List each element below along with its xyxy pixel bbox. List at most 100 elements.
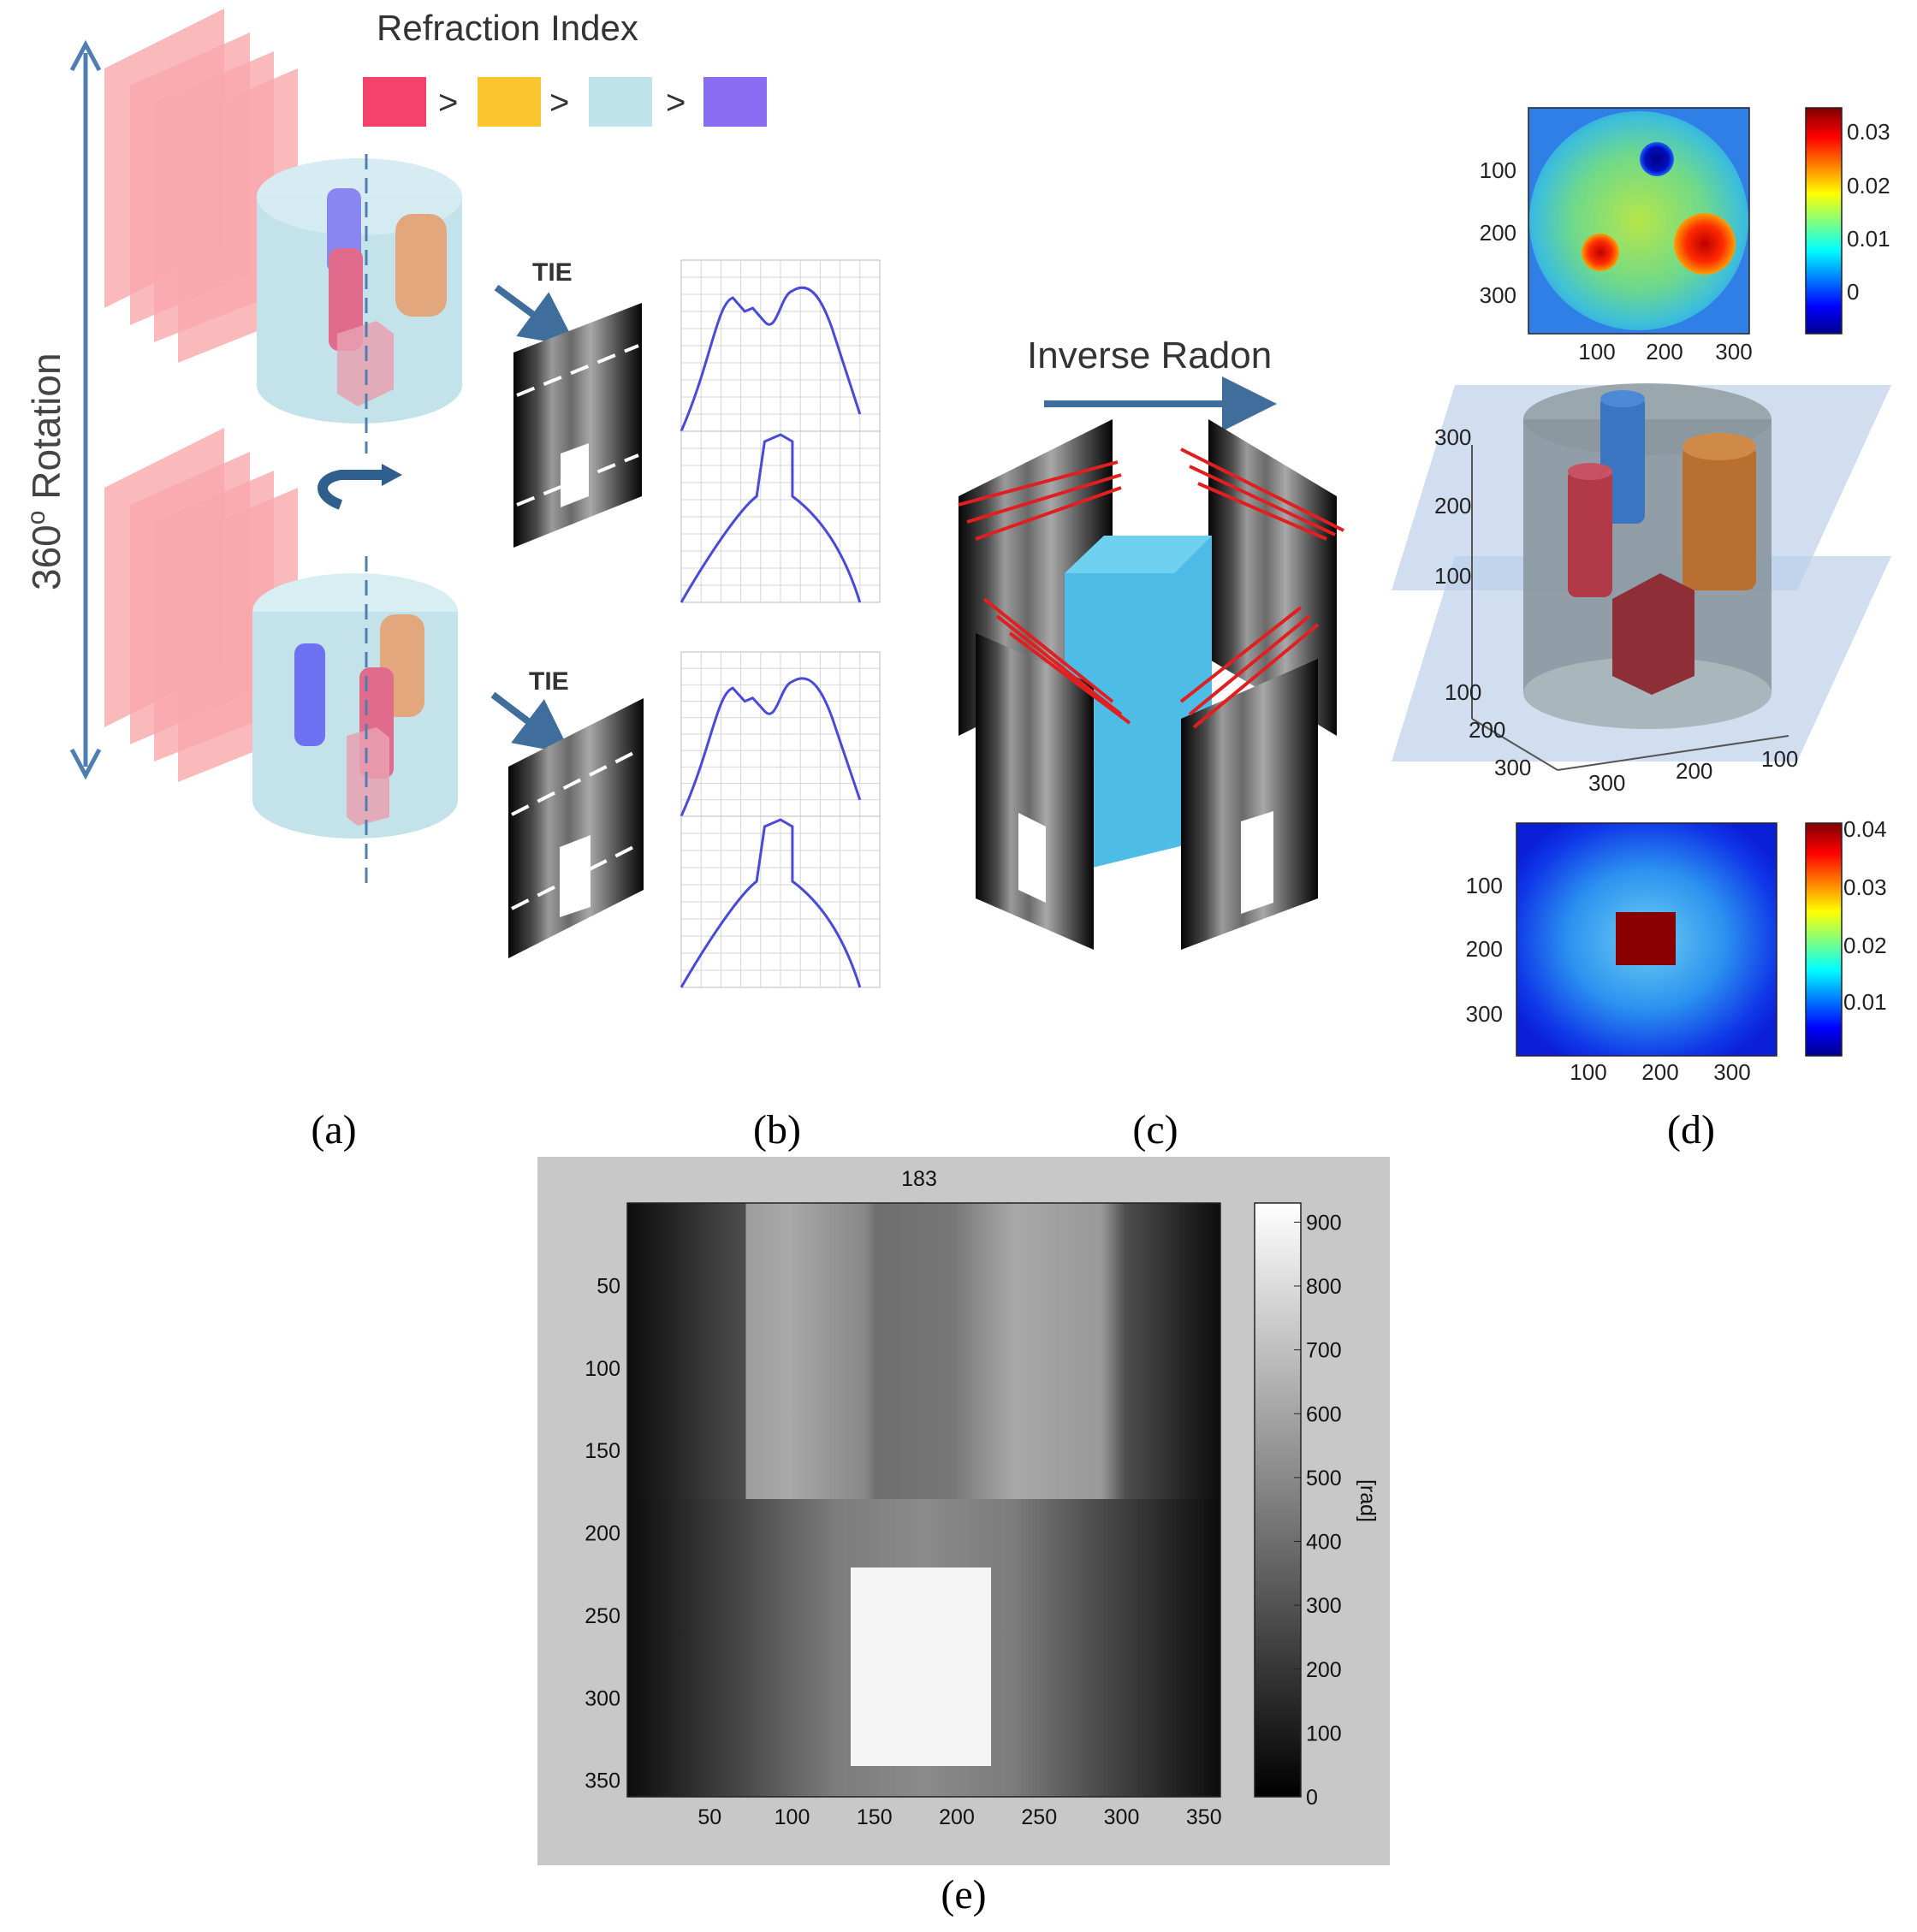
- colorbar-bottom: [1805, 822, 1843, 1057]
- figure-title: 183: [901, 1167, 937, 1191]
- profile-plot: [680, 430, 881, 603]
- legend-sep-1: >: [438, 84, 458, 121]
- legend-swatch-yellow: [478, 77, 541, 127]
- rotation-curl: [318, 470, 390, 510]
- x-tick-label: 250: [1021, 1805, 1057, 1829]
- back-projection-rays: [958, 447, 1344, 729]
- profile-plot: [680, 651, 881, 817]
- colorbar-bottom-ticks: 0.04 0.03 0.02 0.01: [1843, 816, 1887, 1015]
- svg-text:200: 200: [1466, 936, 1503, 962]
- svg-text:0.01: 0.01: [1843, 989, 1887, 1015]
- x-tick-label: 350: [1186, 1805, 1222, 1829]
- colorbar-tick-label: 900: [1306, 1211, 1342, 1235]
- colorbar-tick-label: 300: [1306, 1594, 1342, 1618]
- svg-text:300: 300: [1494, 755, 1531, 780]
- x-tick-label: 150: [857, 1805, 893, 1829]
- profile-curve: [680, 433, 862, 603]
- rotation-arrow-bottom-head: [69, 748, 102, 780]
- volume-z-ticks: 300 200 100: [1434, 424, 1471, 589]
- rotation-label: 360o Rotation: [22, 353, 68, 590]
- refractive-map-top: [1528, 107, 1750, 335]
- label-b: (b): [753, 1107, 801, 1153]
- svg-text:0.01: 0.01: [1847, 226, 1890, 252]
- svg-text:200: 200: [1434, 493, 1471, 519]
- legend-swatch-lightblue: [589, 77, 652, 127]
- colorbar-tick-label: 0: [1306, 1786, 1318, 1810]
- svg-text:200: 200: [1676, 758, 1712, 784]
- projection-front-left: [976, 633, 1094, 950]
- refractive-map-bottom: [1516, 822, 1778, 1057]
- x-tick-label: 200: [939, 1805, 975, 1829]
- svg-text:300: 300: [1588, 770, 1625, 796]
- y-tick-label: 350: [585, 1769, 620, 1793]
- svg-text:300: 300: [1713, 1059, 1750, 1085]
- bottom-map-y-ticks: 100 200 300: [1466, 873, 1503, 1027]
- tie-label-bottom: TIE: [529, 667, 569, 696]
- svg-text:0.02: 0.02: [1843, 933, 1887, 958]
- legend-sep-3: >: [666, 84, 685, 121]
- svg-text:200: 200: [1646, 339, 1683, 364]
- reconstruction-cube: [1065, 536, 1212, 874]
- colorbar-e: [1254, 1202, 1302, 1798]
- label-a: (a): [311, 1107, 356, 1153]
- x-tick-label: 100: [775, 1805, 810, 1829]
- panel-e-x-ticks: 50 100 150 200 250 300 350: [697, 1805, 1221, 1829]
- tie-arrow-top: [494, 284, 577, 347]
- projection-front-right: [1181, 659, 1318, 950]
- colorbar-tick-label: 200: [1306, 1658, 1342, 1682]
- front-right-bright: [1241, 811, 1273, 914]
- panel-b: [680, 259, 881, 988]
- top-map-y-ticks: 100 200 300: [1480, 157, 1516, 308]
- label-c: (c): [1132, 1107, 1178, 1153]
- y-tick-label: 150: [585, 1439, 620, 1463]
- legend-swatch-purple: [703, 77, 767, 127]
- y-tick-label: 300: [585, 1686, 620, 1710]
- svg-text:0.03: 0.03: [1847, 119, 1890, 145]
- volume-y-ticks: 100 200 300: [1445, 679, 1531, 780]
- profile-curve: [680, 677, 862, 817]
- volume-3d: [1392, 383, 1891, 771]
- profile-curve: [680, 286, 862, 432]
- svg-text:0.02: 0.02: [1847, 173, 1890, 199]
- svg-text:0.03: 0.03: [1843, 874, 1887, 900]
- volume-x-ticks: 300 200 100: [1588, 746, 1798, 796]
- svg-text:100: 100: [1434, 563, 1471, 589]
- colorbar-tick-label: 600: [1306, 1402, 1342, 1426]
- profile-plot: [680, 815, 881, 988]
- svg-text:100: 100: [1466, 873, 1503, 898]
- sample-cylinder-bottom: [252, 556, 458, 886]
- svg-text:100: 100: [1570, 1059, 1606, 1085]
- inverse-radon-title: Inverse Radon: [1027, 335, 1272, 376]
- cube-top: [1065, 536, 1212, 573]
- svg-text:100: 100: [1445, 679, 1481, 705]
- panel-e: 183 50 100 150 200 250 300 350 50 100 150 200 250 3…: [537, 1157, 1390, 1865]
- phase-image-upper-band: [627, 1203, 1220, 1499]
- x-tick-label: 50: [697, 1805, 721, 1829]
- svg-text:300: 300: [1480, 282, 1516, 308]
- y-tick-label: 100: [585, 1357, 620, 1381]
- colorbar-tick-label: 700: [1306, 1339, 1342, 1363]
- svg-text:200: 200: [1480, 220, 1516, 246]
- svg-text:0.04: 0.04: [1843, 816, 1887, 842]
- label-d: (d): [1667, 1107, 1715, 1153]
- illumination-planes-top: [104, 9, 298, 363]
- bottom-map-x-ticks: 100 200 300: [1570, 1059, 1750, 1085]
- profile-plot: [680, 259, 881, 432]
- colorbar-tick-label: 800: [1306, 1275, 1342, 1299]
- rotation-curl-head: [382, 464, 402, 486]
- y-tick-label: 200: [585, 1522, 620, 1546]
- phase-image-frame: [626, 1202, 1221, 1798]
- phase-image-bright-block: [851, 1568, 991, 1766]
- panel-c: Inverse Radon: [958, 335, 1344, 950]
- x-tick-label: 300: [1104, 1805, 1140, 1829]
- sample-cylinder-top: [257, 154, 462, 453]
- legend-swatch-red: [363, 77, 426, 127]
- svg-text:300: 300: [1466, 1001, 1503, 1027]
- svg-text:100: 100: [1761, 746, 1798, 772]
- phase-image-bottom: [508, 698, 644, 958]
- svg-text:0: 0: [1847, 279, 1859, 305]
- svg-text:300: 300: [1715, 339, 1752, 364]
- svg-text:200: 200: [1641, 1059, 1678, 1085]
- svg-text:100: 100: [1578, 339, 1615, 364]
